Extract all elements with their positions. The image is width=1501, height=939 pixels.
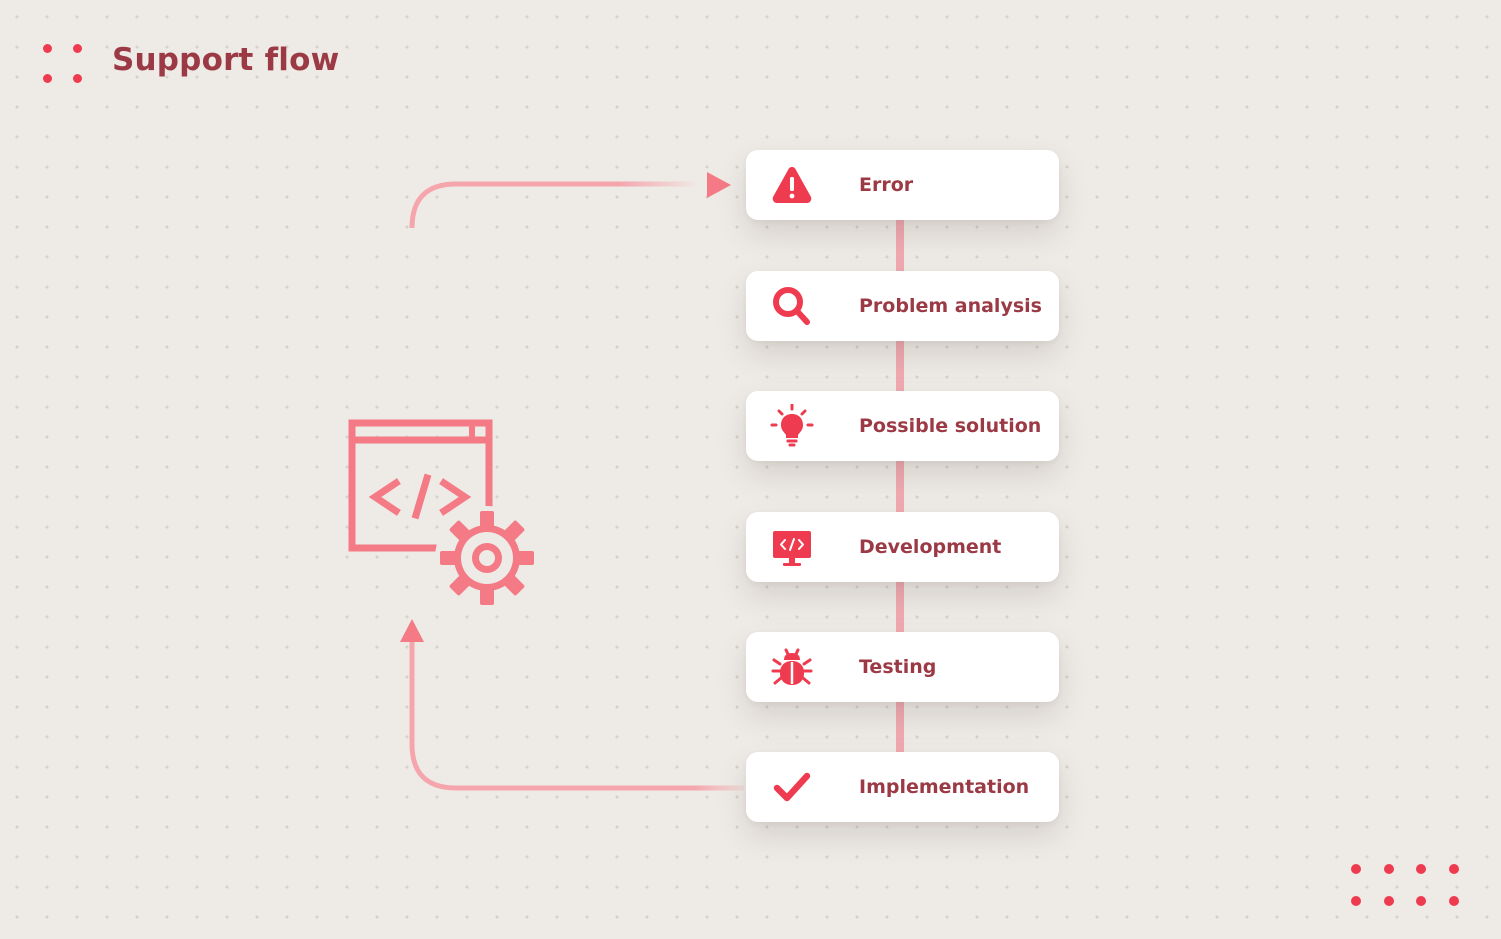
step-label: Error — [859, 174, 914, 196]
lightbulb-icon — [770, 404, 814, 447]
step-card-possible-solution[interactable]: Possible solution — [746, 391, 1059, 461]
step-label: Development — [859, 536, 1002, 558]
step-label: Possible solution — [859, 415, 1042, 437]
step-label: Implementation — [859, 776, 1030, 798]
bottom-connector — [409, 642, 744, 791]
step-card-error[interactable]: Error — [746, 150, 1059, 220]
step-card-implementation[interactable]: Implementation — [746, 752, 1059, 822]
step-card-development[interactable]: Development — [746, 512, 1059, 582]
step-label: Testing — [859, 656, 937, 678]
step-card-testing[interactable]: Testing — [746, 632, 1059, 702]
warning-triangle-icon — [772, 167, 812, 203]
magnifier-icon — [773, 287, 810, 325]
bottom-arrow-icon — [400, 619, 424, 642]
step-card-problem-analysis[interactable]: Problem analysis — [746, 271, 1059, 341]
code-monitor-icon — [773, 531, 811, 566]
logo-dots-icon — [40, 42, 86, 84]
decorative-dots — [1349, 862, 1461, 908]
gear-icon — [435, 506, 539, 610]
top-arrow-icon — [707, 172, 731, 198]
top-connector-curve — [409, 181, 700, 229]
checkmark-icon — [773, 772, 811, 802]
page-title: Support flow — [112, 42, 340, 78]
bug-icon — [771, 648, 813, 685]
code-window-gear-icon — [348, 419, 493, 552]
step-label: Problem analysis — [859, 295, 1042, 317]
